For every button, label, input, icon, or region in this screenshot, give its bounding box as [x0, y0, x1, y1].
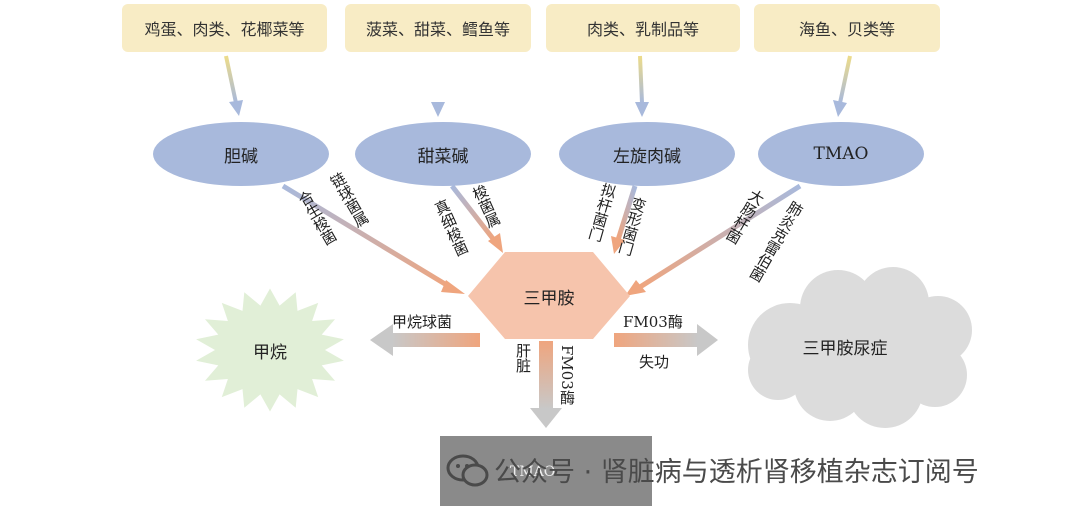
tmau-label: 三甲胺尿症 — [802, 338, 888, 359]
nutrient-betaine: 甜菜碱 — [355, 122, 531, 186]
food-arrow-3 — [635, 55, 649, 117]
flow-arrow-betaine — [450, 184, 503, 253]
methane-label: 甲烷 — [253, 342, 287, 363]
arrow-to-tmau — [614, 324, 718, 356]
nutrient-tmao: TMAO — [758, 122, 924, 186]
liver-tmao-label: TMAO — [510, 464, 556, 480]
loss-of-function-label: 失功 — [639, 353, 670, 371]
methane-burst — [196, 288, 344, 412]
food-arrow-4 — [833, 55, 852, 117]
nutrient-carnitine: 左旋肉碱 — [559, 122, 735, 186]
watermark: TMAO 公众号 · 肾脏病与透析肾移植杂志订阅号 — [440, 436, 1080, 506]
arrow-to-methane — [370, 324, 480, 356]
flow-arrow-tmao — [625, 183, 802, 296]
center-node-shape — [468, 252, 630, 339]
flow-arrow-choline — [281, 183, 465, 294]
arrow-to-liver — [530, 341, 562, 428]
food-box-2: 菠菜、甜菜、鳕鱼等 — [345, 4, 531, 52]
wechat-icon — [446, 454, 489, 487]
food-arrow-1 — [224, 55, 243, 116]
liver-label: 肝脏 — [514, 343, 532, 373]
methanococcus-label: 甲烷球菌 — [392, 313, 453, 331]
food-box-3: 肉类、乳制品等 — [546, 4, 740, 52]
fmo3-enzyme-label-down: FM03酶 — [558, 345, 576, 405]
nutrient-choline: 胆碱 — [153, 122, 329, 186]
tmau-cloud — [748, 267, 972, 428]
center-node-label: 三甲胺 — [523, 288, 575, 309]
food-box-4: 海鱼、贝类等 — [754, 4, 940, 52]
watermark-text: 公众号 · 肾脏病与透析肾移植杂志订阅号 — [494, 457, 979, 488]
fmo3-enzyme-label-right: FM03酶 — [623, 313, 683, 331]
food-arrow-2 — [431, 56, 445, 117]
flow-arrow-carnitine — [611, 185, 638, 254]
food-box-1: 鸡蛋、肉类、花椰菜等 — [122, 4, 327, 52]
